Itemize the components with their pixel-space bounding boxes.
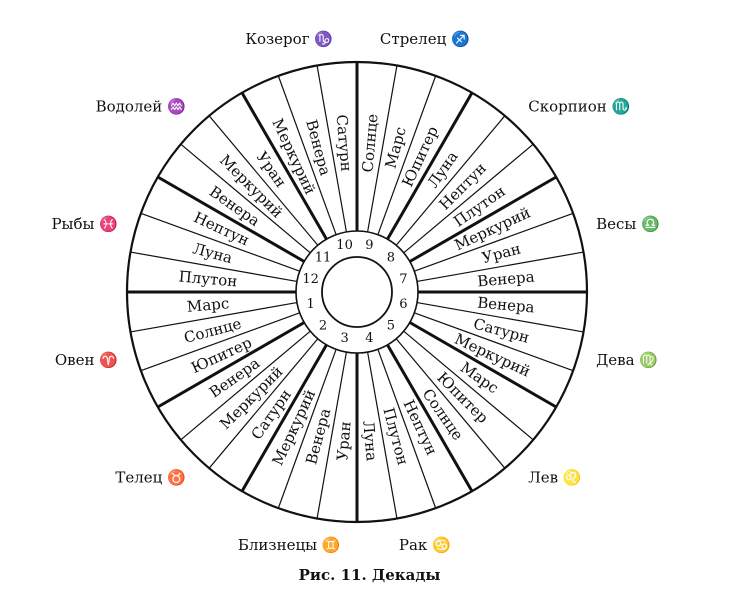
sign-divider [157, 175, 305, 263]
decan-divider [377, 75, 437, 235]
house-number: 1 [306, 297, 314, 312]
decan-divider [395, 338, 506, 469]
decan-label: Солнце [359, 113, 382, 173]
decan-label: Плутон [178, 267, 238, 290]
sign-labels: Овен ♈ Телец ♉ Близнецы ♊ Рак ♋ Лев ♌ Дева ♍ В… [51, 30, 659, 554]
decan-divider [180, 143, 311, 254]
decan-divider [403, 330, 534, 441]
decan-label: Венера [477, 268, 536, 291]
sign-label: Рак ♋ [399, 536, 451, 554]
sign-divider [157, 321, 305, 409]
sign-label: Козерог ♑ [245, 30, 333, 48]
sign-divider [386, 92, 474, 240]
figure-caption: Рис. 11. Декады [298, 566, 441, 584]
decan-divider [208, 115, 319, 246]
decan-divider [414, 212, 574, 272]
decan-divider [277, 349, 337, 509]
decan-divider [140, 212, 300, 272]
house-number: 6 [399, 297, 407, 312]
sign-divider [386, 344, 474, 492]
house-number: 2 [319, 318, 327, 333]
decan-divider [416, 251, 584, 283]
decan-label: Марс [186, 294, 230, 316]
decan-divider [208, 338, 319, 469]
decan-label: Луна [191, 239, 235, 267]
house-number: 3 [340, 331, 348, 346]
decan-divider [130, 301, 298, 333]
house-number: 11 [315, 251, 332, 266]
house-number: 8 [387, 251, 395, 266]
decan-divider [180, 330, 311, 441]
sign-divider [240, 92, 328, 240]
decan-divider [140, 312, 300, 372]
sign-label: Рыбы ♓ [51, 215, 117, 233]
house-number: 12 [302, 272, 319, 287]
decan-label: Венера [477, 294, 536, 317]
decan-label: Луна [359, 420, 380, 462]
decan-label: Сатурн [333, 114, 356, 173]
decan-divider [377, 349, 437, 509]
decan-divider [277, 75, 337, 235]
decan-divider [130, 251, 298, 283]
middle-circle [295, 230, 419, 354]
decan-divider [395, 115, 506, 246]
decan-divider [316, 65, 348, 233]
sign-label: Овен ♈ [55, 351, 118, 369]
house-number: 10 [336, 238, 353, 253]
house-number: 5 [387, 318, 395, 333]
sign-divider [409, 321, 557, 409]
sign-label: Весы ♎ [596, 215, 660, 233]
wheel-lines [125, 60, 589, 524]
decan-divider [403, 143, 534, 254]
house-number: 9 [365, 238, 373, 253]
sign-label: Водолей ♒ [96, 98, 186, 116]
decan-divider [416, 301, 584, 333]
decan-divider [414, 312, 574, 372]
sign-divider [409, 175, 557, 263]
sign-label: Дева ♍ [596, 351, 658, 369]
house-number: 7 [399, 272, 407, 287]
decan-divider [366, 65, 398, 233]
sign-label: Скорпион ♏ [528, 98, 630, 116]
decan-divider [316, 351, 348, 519]
sign-divider [240, 344, 328, 492]
decan-label: Уран [333, 421, 354, 462]
decan-label: Уран [480, 240, 523, 268]
house-number: 4 [365, 331, 373, 346]
sign-label: Телец ♉ [115, 468, 185, 486]
inner-circle [321, 256, 393, 328]
decan-divider [366, 351, 398, 519]
sign-label: Стрелец ♐ [380, 30, 470, 48]
sign-label: Близнецы ♊ [238, 536, 341, 554]
sign-label: Лев ♌ [528, 468, 581, 486]
